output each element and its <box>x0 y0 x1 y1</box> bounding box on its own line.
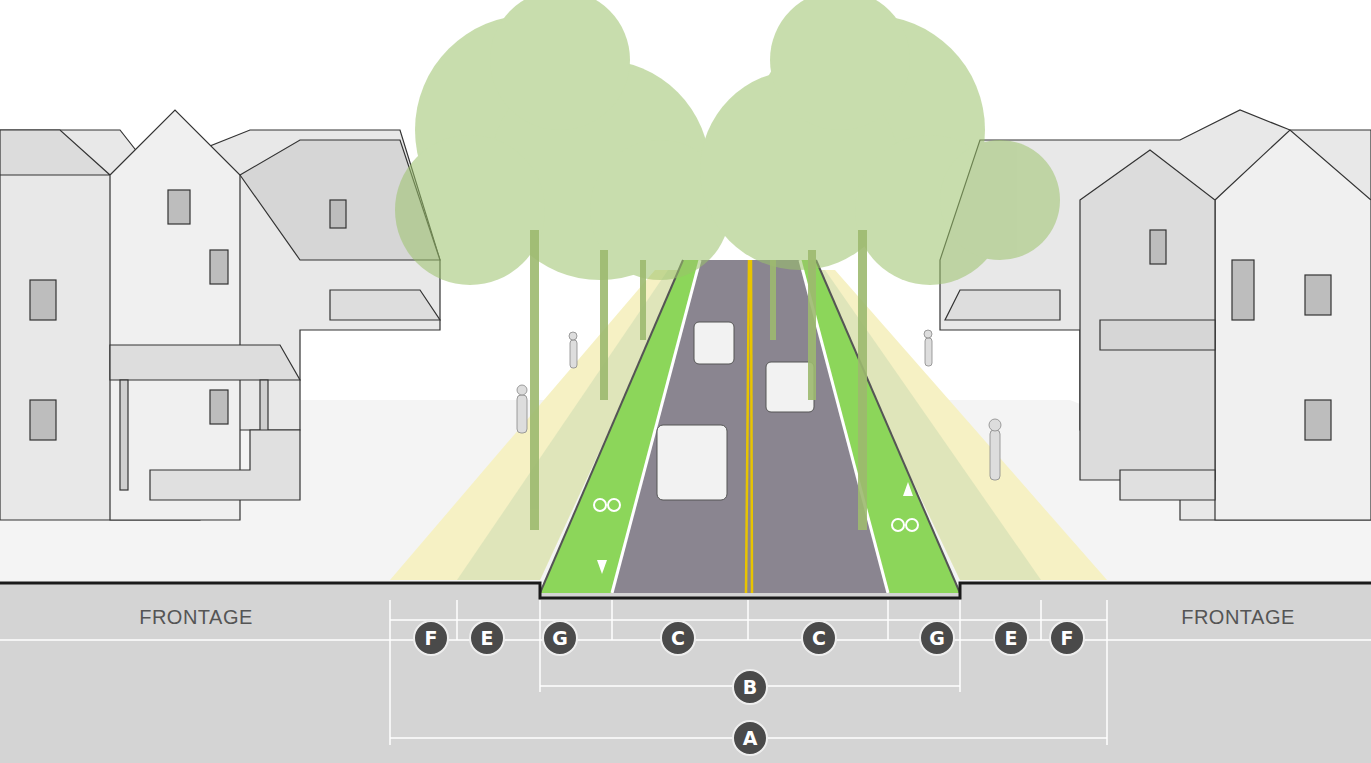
dimension-lines <box>0 600 1371 745</box>
callout-letter: E <box>1005 629 1018 648</box>
callout-letter: F <box>1061 629 1074 648</box>
cars <box>657 322 814 500</box>
callout-letter: E <box>481 629 494 648</box>
houses-left <box>0 110 440 520</box>
zone-label: FRONTAGE <box>1181 606 1295 629</box>
callout-letter: G <box>929 629 945 648</box>
callout-circle: B <box>732 669 768 705</box>
callout-letter: B <box>743 678 757 697</box>
callout-circle: G <box>919 620 955 656</box>
zone-label: FRONTAGE <box>139 606 253 629</box>
callout-circle: E <box>469 620 505 656</box>
callout-letter: G <box>552 629 568 648</box>
callout-letter: C <box>671 629 685 648</box>
callout-letter: A <box>743 729 758 748</box>
callout-letter: F <box>425 629 438 648</box>
callout-circle: A <box>732 720 768 756</box>
trees <box>395 0 1060 285</box>
callout-circle: E <box>993 620 1029 656</box>
callout-circle: G <box>542 620 578 656</box>
houses-right <box>940 110 1371 520</box>
tree-trunks <box>530 230 867 530</box>
callout-circle: C <box>660 620 696 656</box>
callout-circle: F <box>413 620 449 656</box>
callout-letter: C <box>812 629 826 648</box>
callout-circle: C <box>801 620 837 656</box>
callout-circle: F <box>1049 620 1085 656</box>
